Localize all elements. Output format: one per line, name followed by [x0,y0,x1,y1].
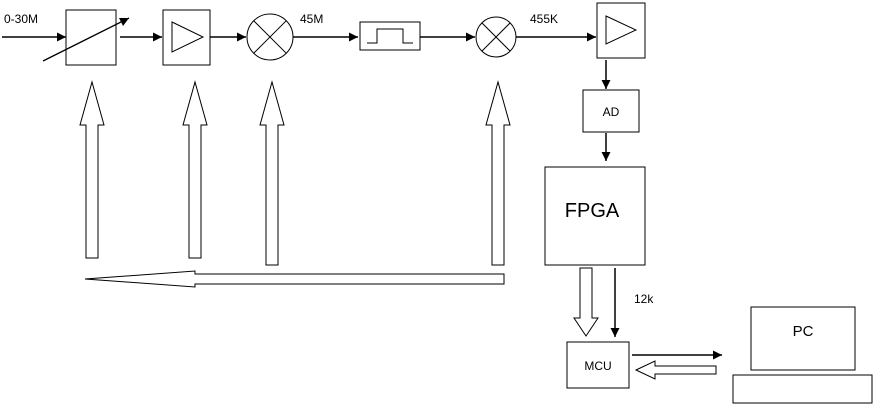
if2-frequency-label: 455K [530,12,558,26]
amplifier-1 [162,9,211,66]
mixer-2 [475,16,517,58]
fpga-block: FPGA [544,166,646,266]
mcu-block: MCU [566,341,630,389]
variable-arrow-icon [42,17,130,62]
fpga-to-mcu-hollow-arrow [573,267,599,337]
control-arrow-amplifier [182,80,208,259]
adc-label: AD [603,105,620,119]
pc-keyboard [732,374,873,404]
pc-block: PC [732,306,873,404]
fpga-label: FPGA [565,200,620,222]
mixer-1 [246,13,294,61]
data-rate-label: 12k [634,292,654,306]
control-arrow-mixer-2 [485,80,511,266]
adc-block: AD [582,89,640,133]
pc-to-mcu-hollow-arrow [634,360,717,380]
control-arrow-mixer-1 [259,80,285,266]
control-bus-arrow [84,270,505,288]
variable-attenuator [42,9,130,66]
amplifier-2 [596,2,646,59]
pc-monitor [750,306,856,371]
input-range-label: 0-30M [4,12,38,26]
amplifier-triangle-icon [605,15,638,45]
pc-label: PC [793,323,814,340]
if1-frequency-label: 45M [300,12,323,26]
pulse-icon [367,28,413,44]
mcu-label: MCU [584,359,611,373]
bandpass-filter [359,21,421,51]
amplifier-triangle-icon [171,21,205,53]
control-arrow-attenuator [79,80,105,259]
